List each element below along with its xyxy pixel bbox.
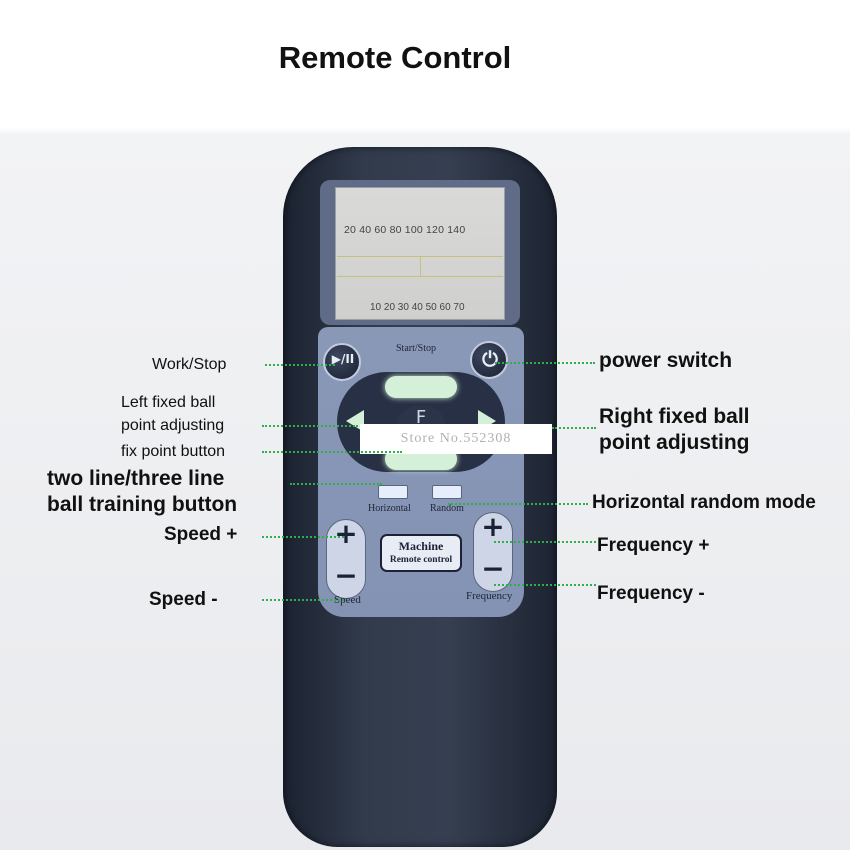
horizontal-button[interactable] xyxy=(378,485,408,499)
random-button[interactable] xyxy=(432,485,462,499)
speed-minus-button[interactable]: − xyxy=(334,559,358,592)
leader-left-fixed xyxy=(262,425,358,427)
callout-left-fixed-2: point adjusting xyxy=(121,417,225,434)
random-label: Random xyxy=(430,503,464,514)
leader-horizontal-random xyxy=(448,503,588,505)
callout-right-fixed-2: point adjusting xyxy=(599,431,750,454)
play-pause-icon: ▶/II xyxy=(331,352,355,366)
lcd-screen xyxy=(335,187,505,320)
dpad-up-button[interactable] xyxy=(385,376,457,398)
callout-work-stop: Work/Stop xyxy=(152,356,227,373)
leader-work-stop xyxy=(265,364,335,366)
callout-power-switch: power switch xyxy=(599,349,733,372)
frequency-label: Frequency xyxy=(466,590,513,602)
callout-horizontal-random: Horizontal random mode xyxy=(592,492,816,513)
leader-power xyxy=(495,362,595,364)
work-stop-button[interactable] xyxy=(323,343,361,381)
speed-plus-button[interactable]: + xyxy=(334,517,358,550)
leader-right-fixed xyxy=(552,427,596,429)
callout-frequency-minus: Frequency - xyxy=(597,583,705,604)
callout-speed-plus: Speed + xyxy=(164,524,238,545)
lcd-top-scale: 20 40 60 80 100 120 140 xyxy=(344,224,466,236)
callout-left-fixed-1: Left fixed ball xyxy=(121,394,216,411)
leader-frequency-plus xyxy=(494,541,596,543)
fix-point-icon: F xyxy=(415,407,427,428)
callout-frequency-plus: Frequency + xyxy=(597,535,710,556)
frequency-minus-button[interactable]: − xyxy=(481,552,505,585)
machine-label: Machine xyxy=(398,539,444,553)
leader-frequency-minus xyxy=(494,584,596,586)
remote-control-label: Remote control xyxy=(389,555,453,565)
leader-speed-minus xyxy=(262,599,344,601)
store-watermark: Store No.552308 xyxy=(360,424,552,454)
speed-pill xyxy=(326,519,366,599)
machine-remote-badge: Machine Remote control xyxy=(380,534,462,572)
callout-two-line-2: ball training button xyxy=(47,493,238,516)
power-icon: ⏻ xyxy=(482,347,498,371)
page-title: Remote Control xyxy=(278,40,512,75)
power-button[interactable] xyxy=(470,341,508,379)
leader-two-line xyxy=(290,483,382,485)
frequency-pill xyxy=(473,512,513,592)
lcd-bottom-scale: 10 20 30 40 50 60 70 xyxy=(370,302,465,313)
callout-two-line-1: two line/three line xyxy=(47,467,225,490)
callout-right-fixed-1: Right fixed ball xyxy=(599,405,750,428)
leader-speed-plus xyxy=(262,536,344,538)
frequency-plus-button[interactable]: + xyxy=(481,510,505,543)
horizontal-label: Horizontal xyxy=(368,503,411,514)
speed-label: Speed xyxy=(334,594,361,606)
leader-fix-point xyxy=(262,451,402,453)
lcd-divider-v xyxy=(420,256,421,277)
callout-fix-point: fix point button xyxy=(121,443,226,460)
callout-speed-minus: Speed - xyxy=(149,589,218,610)
start-stop-label: Start/Stop xyxy=(396,343,437,354)
